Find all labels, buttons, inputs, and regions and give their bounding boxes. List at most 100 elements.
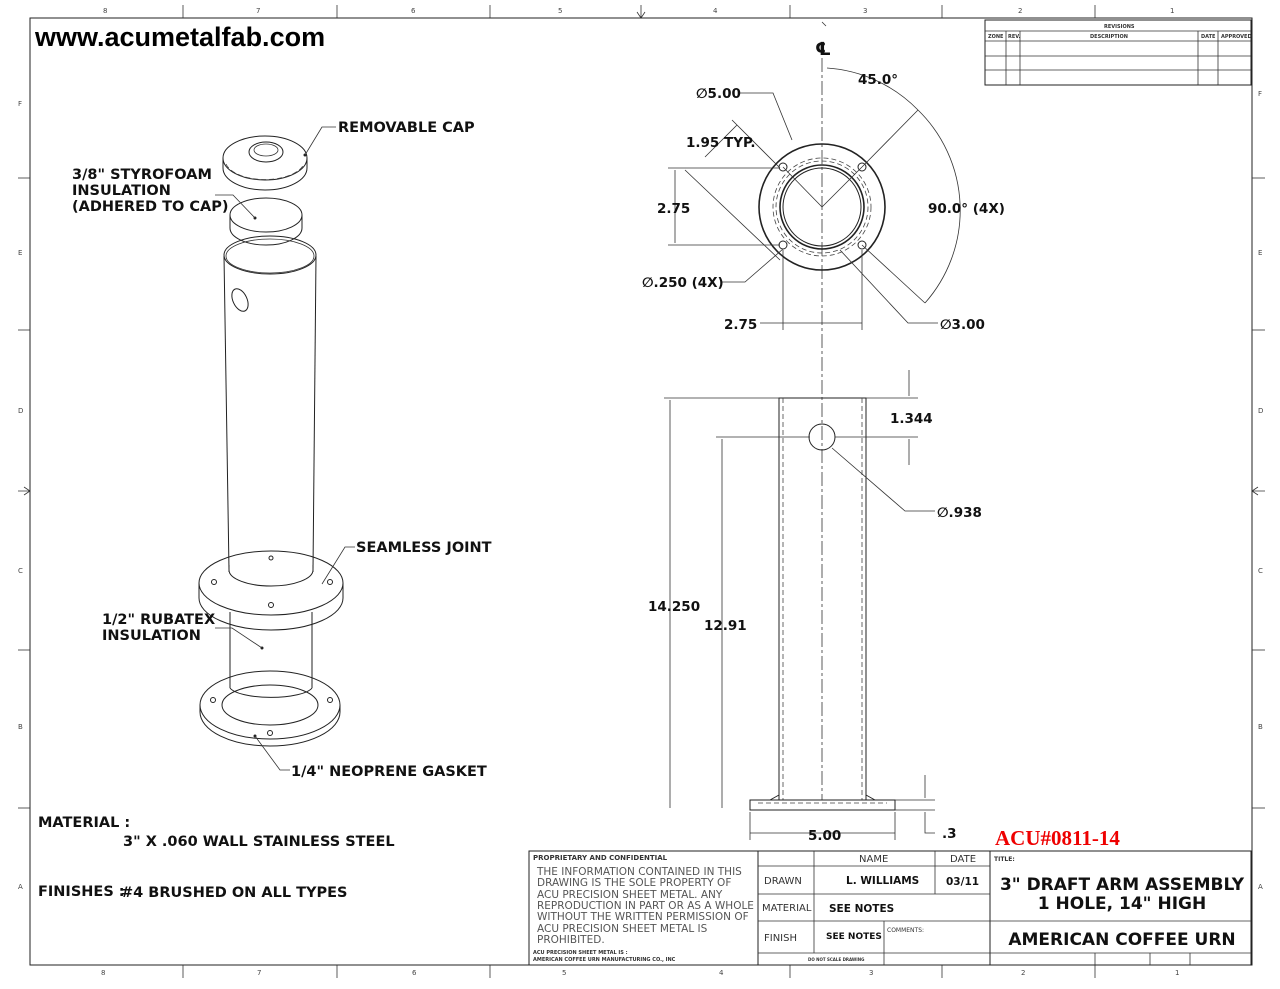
proprietary-text: REPRODUCTION IN PART OR AS A WHOLE — [537, 900, 754, 912]
notes: MATERIAL : 3" X .060 WALL STAINLESS STEE… — [38, 815, 395, 901]
top-view — [668, 21, 961, 800]
proprietary-text: ACU PRECISION SHEET METAL. ANY — [537, 889, 723, 901]
zone-labels: 8 7 6 5 4 3 2 1 8 7 6 5 4 3 2 1 F E D C … — [18, 7, 1263, 977]
finishes-value: #4 BRUSHED ON ALL TYPES — [121, 885, 347, 901]
date-header: DATE — [950, 854, 976, 865]
flange — [198, 550, 344, 631]
callout-styrofoam: 3/8" STYROFOAM — [72, 167, 212, 183]
callout-rubatex: INSULATION — [102, 628, 201, 644]
rev-col-date: DATE — [1201, 34, 1216, 40]
top-view-dimensions: ℄ 45.0° ∅5.00 1.95 TYP. 2.75 90.0° (4X) … — [642, 39, 1005, 333]
zone-col: 5 — [558, 7, 562, 15]
removable-cap — [222, 135, 308, 191]
callout-styrofoam: (ADHERED TO CAP) — [72, 199, 228, 215]
drawing-title-line-2: 1 HOLE, 14" HIGH — [1038, 894, 1206, 914]
proprietary-text: ACU PRECISION SHEET METAL IS — [537, 923, 708, 935]
zone-col: 4 — [713, 7, 718, 15]
callout-rubatex: 1/2" RUBATEX — [102, 612, 215, 628]
rev-col-zone: ZONE — [988, 34, 1004, 40]
zone-row: C — [1258, 567, 1263, 575]
dim-1-95-typ: 1.95 TYP. — [686, 135, 756, 151]
proprietary-text: PROHIBITED. — [537, 934, 605, 946]
title-label: TITLE: — [994, 856, 1015, 863]
drawn-name: L. WILLIAMS — [846, 875, 919, 887]
finishes-label: FINISHES : — [38, 884, 125, 900]
drawn-label: DRAWN — [764, 876, 802, 887]
dim-1-344: 1.344 — [890, 411, 933, 427]
callout-seamless-joint: SEAMLESS JOINT — [356, 540, 492, 556]
do-not-scale-note: DO NOT SCALE DRAWING — [808, 957, 864, 962]
proprietary-title: PROPRIETARY AND CONFIDENTIAL — [533, 854, 668, 862]
dim-angle-45: 45.0° — [858, 72, 898, 88]
rev-col-approved: APPROVED — [1221, 34, 1252, 40]
callout-styrofoam: INSULATION — [72, 183, 171, 199]
dim-2-75-horizontal: 2.75 — [724, 317, 757, 333]
title-block: PROPRIETARY AND CONFIDENTIAL THE INFORMA… — [528, 850, 1252, 966]
draft-arm-tube — [223, 235, 317, 571]
dim-angle-90: 90.0° (4X) — [928, 201, 1005, 217]
proprietary-text: THE INFORMATION CONTAINED IN THIS — [536, 866, 742, 878]
revisions-title: REVISIONS — [1104, 24, 1135, 30]
part-number: ACU#0811-14 — [995, 826, 1120, 850]
zone-col: 8 — [103, 7, 107, 15]
dim-0-3: .3 — [942, 826, 957, 842]
finish-value: SEE NOTES — [826, 932, 882, 942]
zone-row: B — [1258, 723, 1263, 731]
rev-col-rev: REV. — [1008, 34, 1020, 40]
callout-removable-cap: REMOVABLE CAP — [338, 120, 475, 136]
website-url: www.acumetalfab.com — [34, 22, 325, 52]
zone-col: 6 — [412, 969, 417, 977]
material-value: 3" X .060 WALL STAINLESS STEEL — [123, 834, 395, 850]
centerline-symbol: ℄ — [815, 39, 831, 60]
dim-5-00: 5.00 — [808, 828, 841, 844]
iso-callouts: REMOVABLE CAP 3/8" STYROFOAM INSULATION … — [72, 120, 492, 780]
proprietary-text: WITHOUT THE WRITTEN PERMISSION OF — [537, 911, 749, 923]
zone-col: 6 — [411, 7, 416, 15]
dim-dia-3: ∅3.00 — [940, 317, 985, 333]
drawing-title-line-1: 3" DRAFT ARM ASSEMBLY — [1000, 875, 1245, 895]
zone-row: C — [18, 567, 23, 575]
rubatex-insulation — [229, 612, 313, 688]
zone-row: E — [18, 249, 22, 257]
front-view — [664, 370, 935, 840]
zone-row: A — [18, 883, 23, 891]
name-header: NAME — [859, 854, 888, 865]
material-block-label: MATERIAL — [762, 903, 812, 914]
proprietary-text: DRAWING IS THE SOLE PROPERTY OF — [537, 877, 731, 889]
zone-row: F — [18, 100, 22, 108]
zone-col: 1 — [1175, 969, 1179, 977]
callout-gasket: 1/4" NEOPRENE GASKET — [291, 764, 487, 780]
material-block-value: SEE NOTES — [829, 903, 894, 915]
zone-col: 5 — [562, 969, 566, 977]
dim-dia-938: ∅.938 — [937, 505, 982, 521]
zone-col: 3 — [863, 7, 867, 15]
zone-col: 2 — [1021, 969, 1025, 977]
finish-label: FINISH — [764, 933, 797, 944]
material-label: MATERIAL : — [38, 815, 130, 831]
zone-row: D — [1258, 407, 1263, 415]
company-line: AMERICAN COFFEE URN MANUFACTURING CO., I… — [533, 957, 676, 963]
zone-col: 7 — [257, 969, 261, 977]
zone-col: 4 — [719, 969, 724, 977]
dim-14-250: 14.250 — [648, 599, 700, 615]
front-view-dimensions: 1.344 ∅.938 14.250 12.91 5.00 .3 — [648, 411, 982, 844]
zone-row: E — [1258, 249, 1262, 257]
isometric-assembly-view — [198, 126, 355, 771]
zone-row: F — [1258, 90, 1262, 98]
company-line: ACU PRECISION SHEET METAL IS : — [533, 950, 628, 956]
zone-row: D — [18, 407, 23, 415]
zone-col: 7 — [256, 7, 260, 15]
dim-12-91: 12.91 — [704, 618, 747, 634]
zone-row: A — [1258, 883, 1263, 891]
drawn-date: 03/11 — [946, 876, 979, 888]
zone-row: B — [18, 723, 23, 731]
dim-dia-250: ∅.250 (4X) — [642, 275, 724, 291]
zone-col: 1 — [1170, 7, 1174, 15]
dim-2-75-vertical: 2.75 — [657, 201, 690, 217]
rev-col-description: DESCRIPTION — [1090, 34, 1128, 40]
neoprene-gasket — [199, 670, 341, 747]
zone-col: 3 — [869, 969, 873, 977]
zone-col: 8 — [101, 969, 105, 977]
dim-dia-5: ∅5.00 — [696, 86, 741, 102]
